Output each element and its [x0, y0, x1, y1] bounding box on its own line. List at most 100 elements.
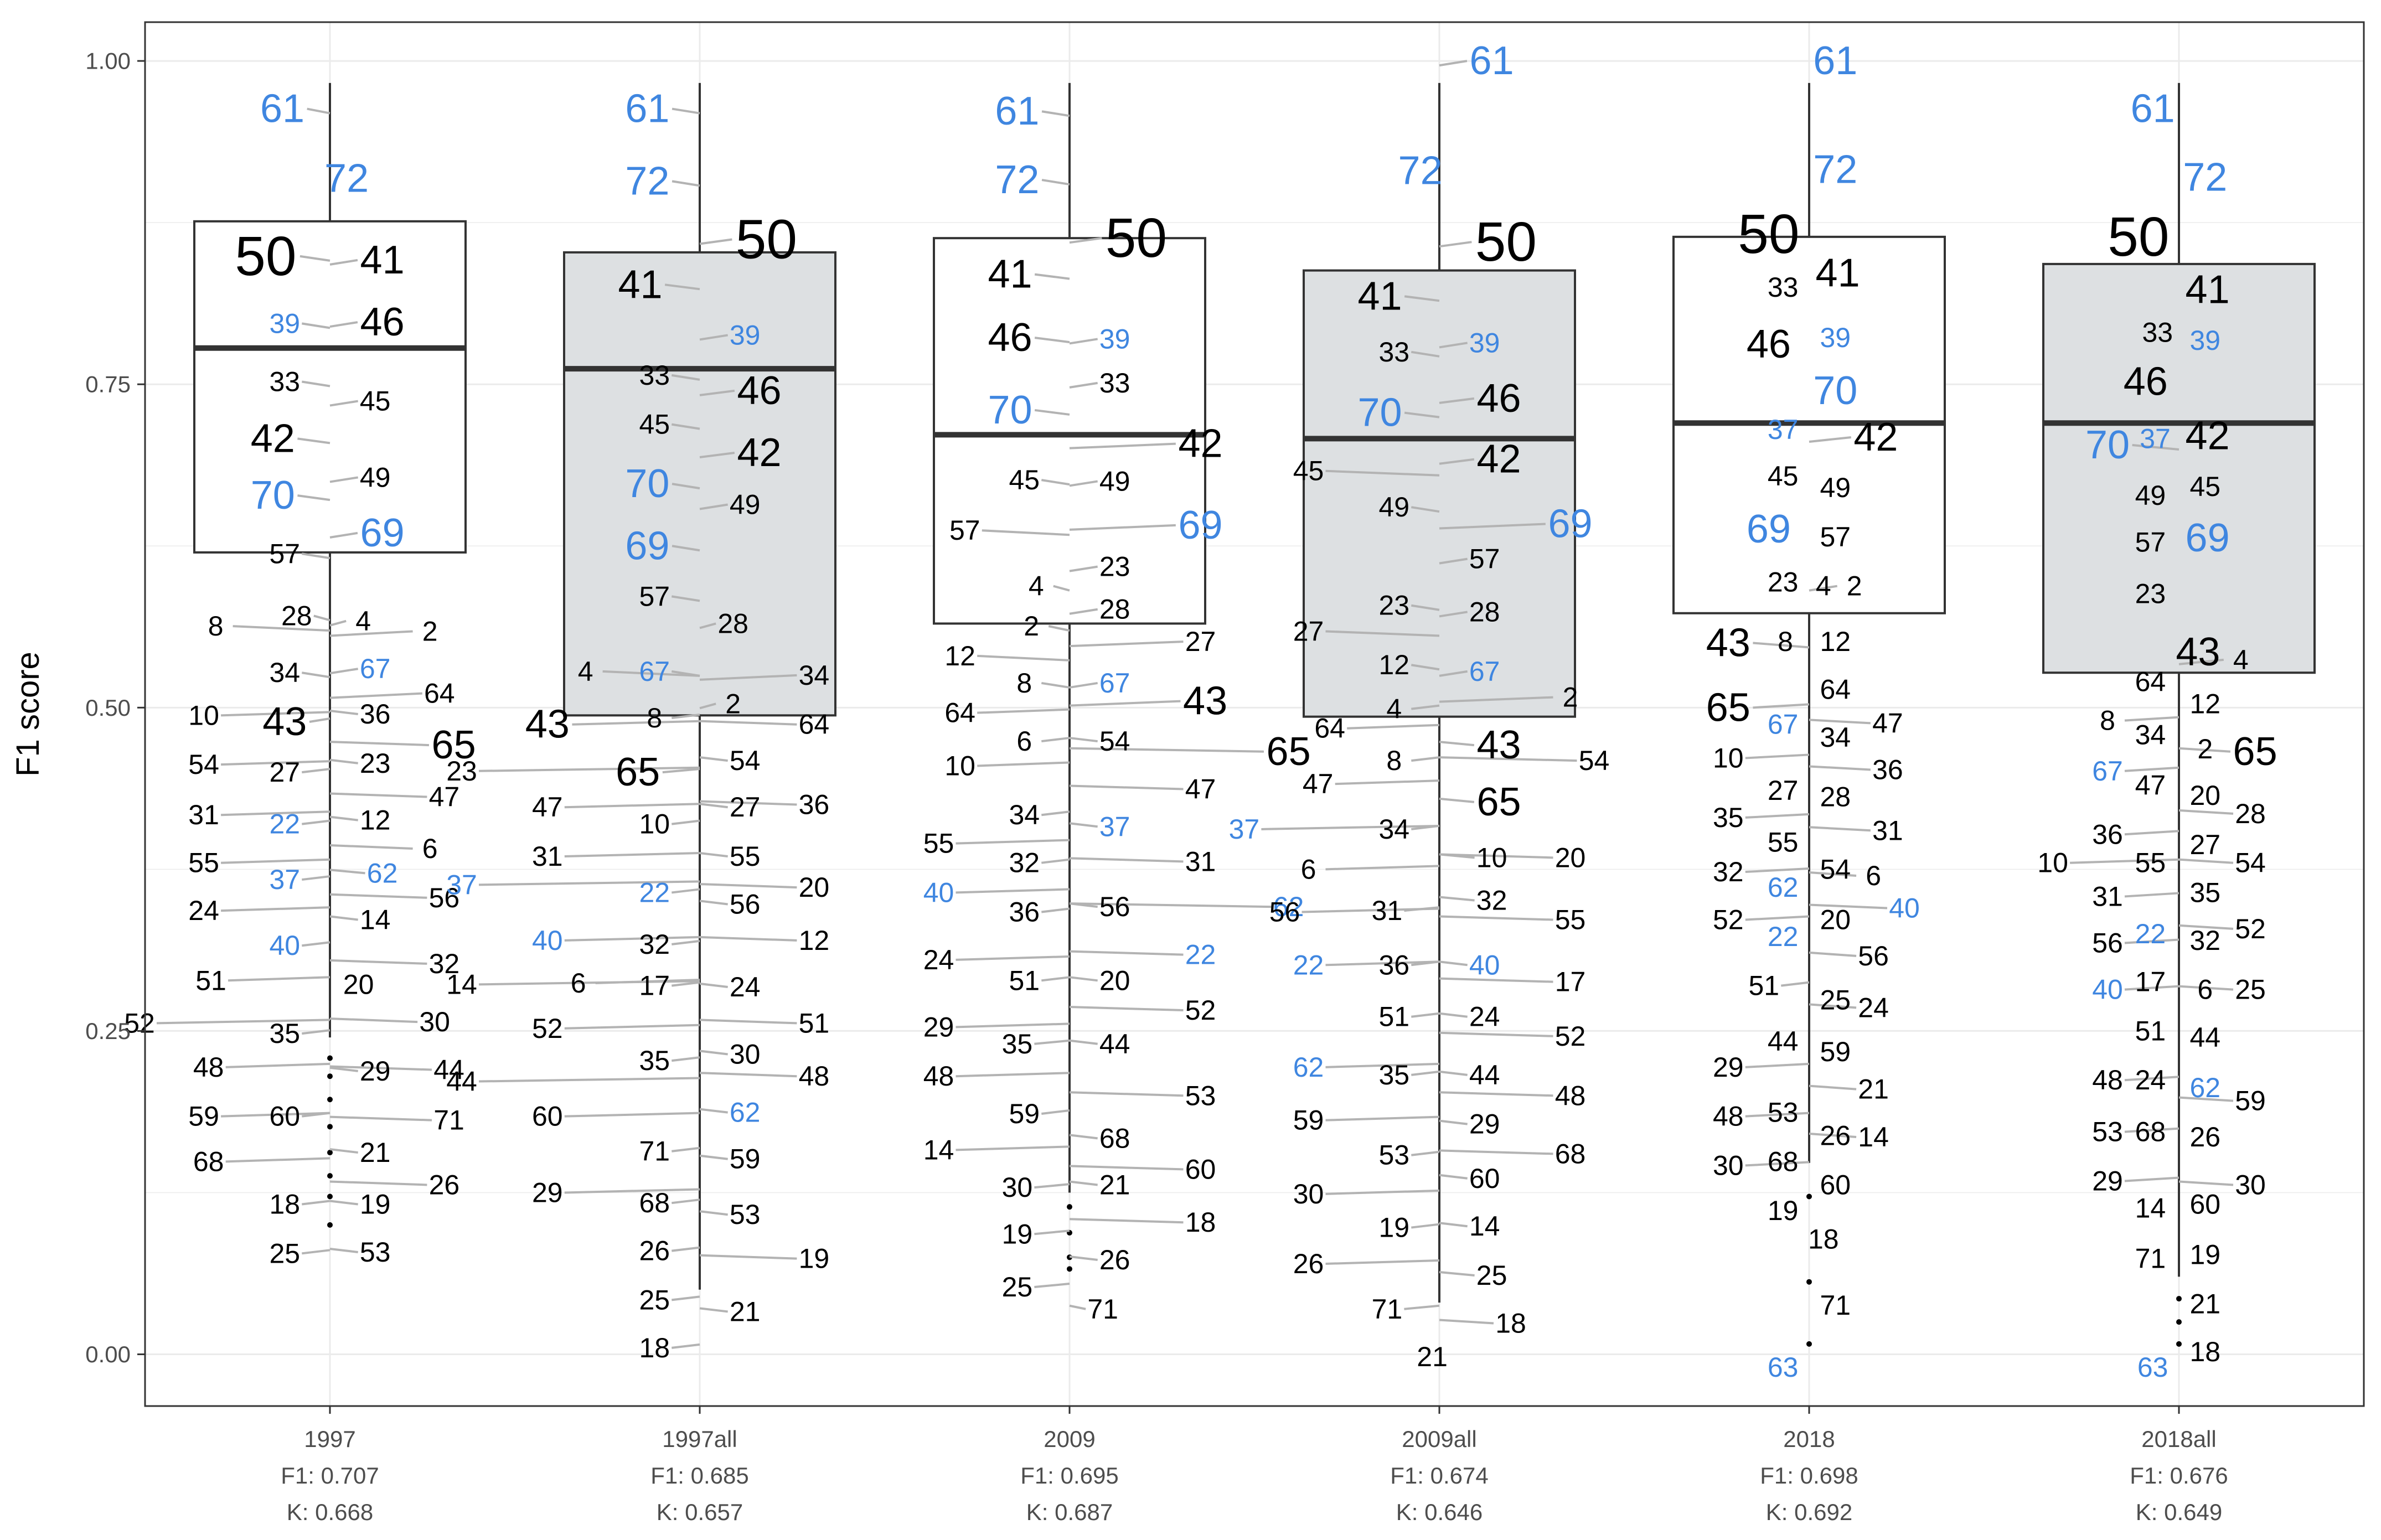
label-connector	[982, 529, 1070, 536]
label-connector	[2124, 892, 2179, 898]
point-label: 2	[725, 688, 741, 719]
label-connector	[1069, 681, 1098, 689]
label-connector	[672, 714, 700, 719]
label-connector	[329, 758, 358, 764]
outlier-point	[1806, 1193, 1812, 1200]
label-connector	[329, 1066, 358, 1072]
point-label: 65	[432, 723, 476, 767]
point-label: 27	[1293, 616, 1324, 647]
label-connector	[1034, 1283, 1070, 1289]
point-label: 32	[1009, 847, 1040, 878]
point-label: 56	[2092, 928, 2123, 959]
point-label: 54	[1099, 726, 1130, 757]
point-label: 46	[737, 369, 781, 413]
outlier-point	[2176, 1319, 2182, 1325]
label-connector	[329, 1148, 358, 1154]
label-connector	[478, 880, 700, 886]
point-label: 10	[944, 750, 975, 781]
point-label: 8	[647, 702, 662, 733]
label-connector	[302, 941, 330, 947]
label-connector	[699, 1154, 728, 1160]
label-connector	[1809, 903, 1888, 909]
point-label: 49	[1820, 472, 1851, 503]
label-connector	[1411, 604, 1440, 611]
point-label: 41	[618, 262, 662, 307]
label-connector	[1809, 1084, 1857, 1091]
point-label: 47	[1872, 707, 1903, 738]
label-connector	[1439, 1319, 1494, 1325]
point-label: 37	[1229, 814, 1260, 845]
point-label: 14	[923, 1134, 954, 1165]
point-label: 55	[730, 841, 761, 872]
point-label: 25	[1002, 1272, 1033, 1303]
x-category-label: 2009	[1044, 1426, 1095, 1452]
label-connector	[1411, 1070, 1440, 1076]
box-iqr	[2042, 262, 2316, 674]
label-connector	[1745, 1161, 1810, 1167]
point-label: 22	[1185, 939, 1216, 970]
label-connector	[1325, 960, 1440, 967]
label-connector	[1404, 1304, 1440, 1310]
point-label: 4	[2233, 644, 2249, 675]
point-label: 33	[269, 366, 300, 397]
point-label: 63	[1768, 1352, 1799, 1383]
point-label: 18	[1808, 1224, 1839, 1255]
point-label: 60	[1469, 1163, 1500, 1194]
label-connector	[1069, 784, 1184, 790]
point-label: 32	[639, 929, 670, 960]
label-connector	[301, 322, 330, 329]
point-label: 26	[429, 1169, 460, 1200]
point-label: 14	[360, 904, 391, 935]
label-connector	[672, 1246, 700, 1252]
point-label: 69	[1548, 502, 1592, 546]
point-label: 12	[944, 640, 975, 671]
point-label: 51	[195, 965, 226, 996]
label-connector	[2178, 747, 2231, 753]
label-connector	[1411, 1223, 1440, 1229]
point-label: 26	[1099, 1244, 1130, 1275]
label-connector	[1325, 865, 1440, 871]
point-label: 59	[730, 1144, 761, 1175]
point-label: 2	[1847, 571, 1862, 602]
label-connector	[1439, 1222, 1468, 1228]
label-connector	[329, 792, 427, 798]
label-connector	[1809, 719, 1871, 725]
label-connector	[2070, 858, 2179, 864]
label-connector	[699, 702, 716, 710]
label-connector	[1069, 1091, 1184, 1097]
point-label: 8	[208, 611, 224, 642]
point-label: 43	[1183, 679, 1227, 724]
point-label: 72	[1813, 147, 1857, 192]
label-connector	[672, 888, 700, 894]
point-label: 12	[2189, 688, 2220, 719]
point-label: 33	[1099, 368, 1130, 399]
point-label: 50	[1738, 203, 1799, 265]
point-label: 65	[2233, 730, 2277, 774]
point-label: 68	[1555, 1138, 1586, 1169]
label-connector	[1439, 241, 1472, 248]
label-connector	[956, 1022, 1070, 1029]
point-label: 35	[639, 1045, 670, 1076]
point-label: 18	[2189, 1336, 2220, 1367]
label-connector	[297, 494, 330, 502]
point-label: 30	[1002, 1172, 1033, 1203]
label-connector	[301, 380, 330, 387]
point-label: 62	[367, 857, 398, 888]
x-kappa-label: K: 0.692	[1766, 1499, 1852, 1525]
label-connector	[699, 334, 729, 341]
point-label: 27	[1185, 626, 1216, 657]
label-connector	[1809, 951, 1857, 957]
point-label: 70	[1357, 391, 1402, 435]
box-iqr	[933, 237, 1206, 625]
point-label: 52	[1713, 904, 1744, 935]
point-label: 53	[360, 1237, 391, 1268]
point-label: 30	[2235, 1169, 2266, 1200]
point-label: 42	[737, 431, 781, 475]
point-label: 2	[1024, 611, 1039, 642]
point-label: 29	[2092, 1165, 2123, 1196]
point-label: 22	[1293, 949, 1324, 980]
point-label: 43	[262, 700, 307, 744]
point-label: 18	[269, 1189, 300, 1220]
point-label: 48	[1555, 1080, 1586, 1111]
point-label: 37	[269, 864, 300, 895]
